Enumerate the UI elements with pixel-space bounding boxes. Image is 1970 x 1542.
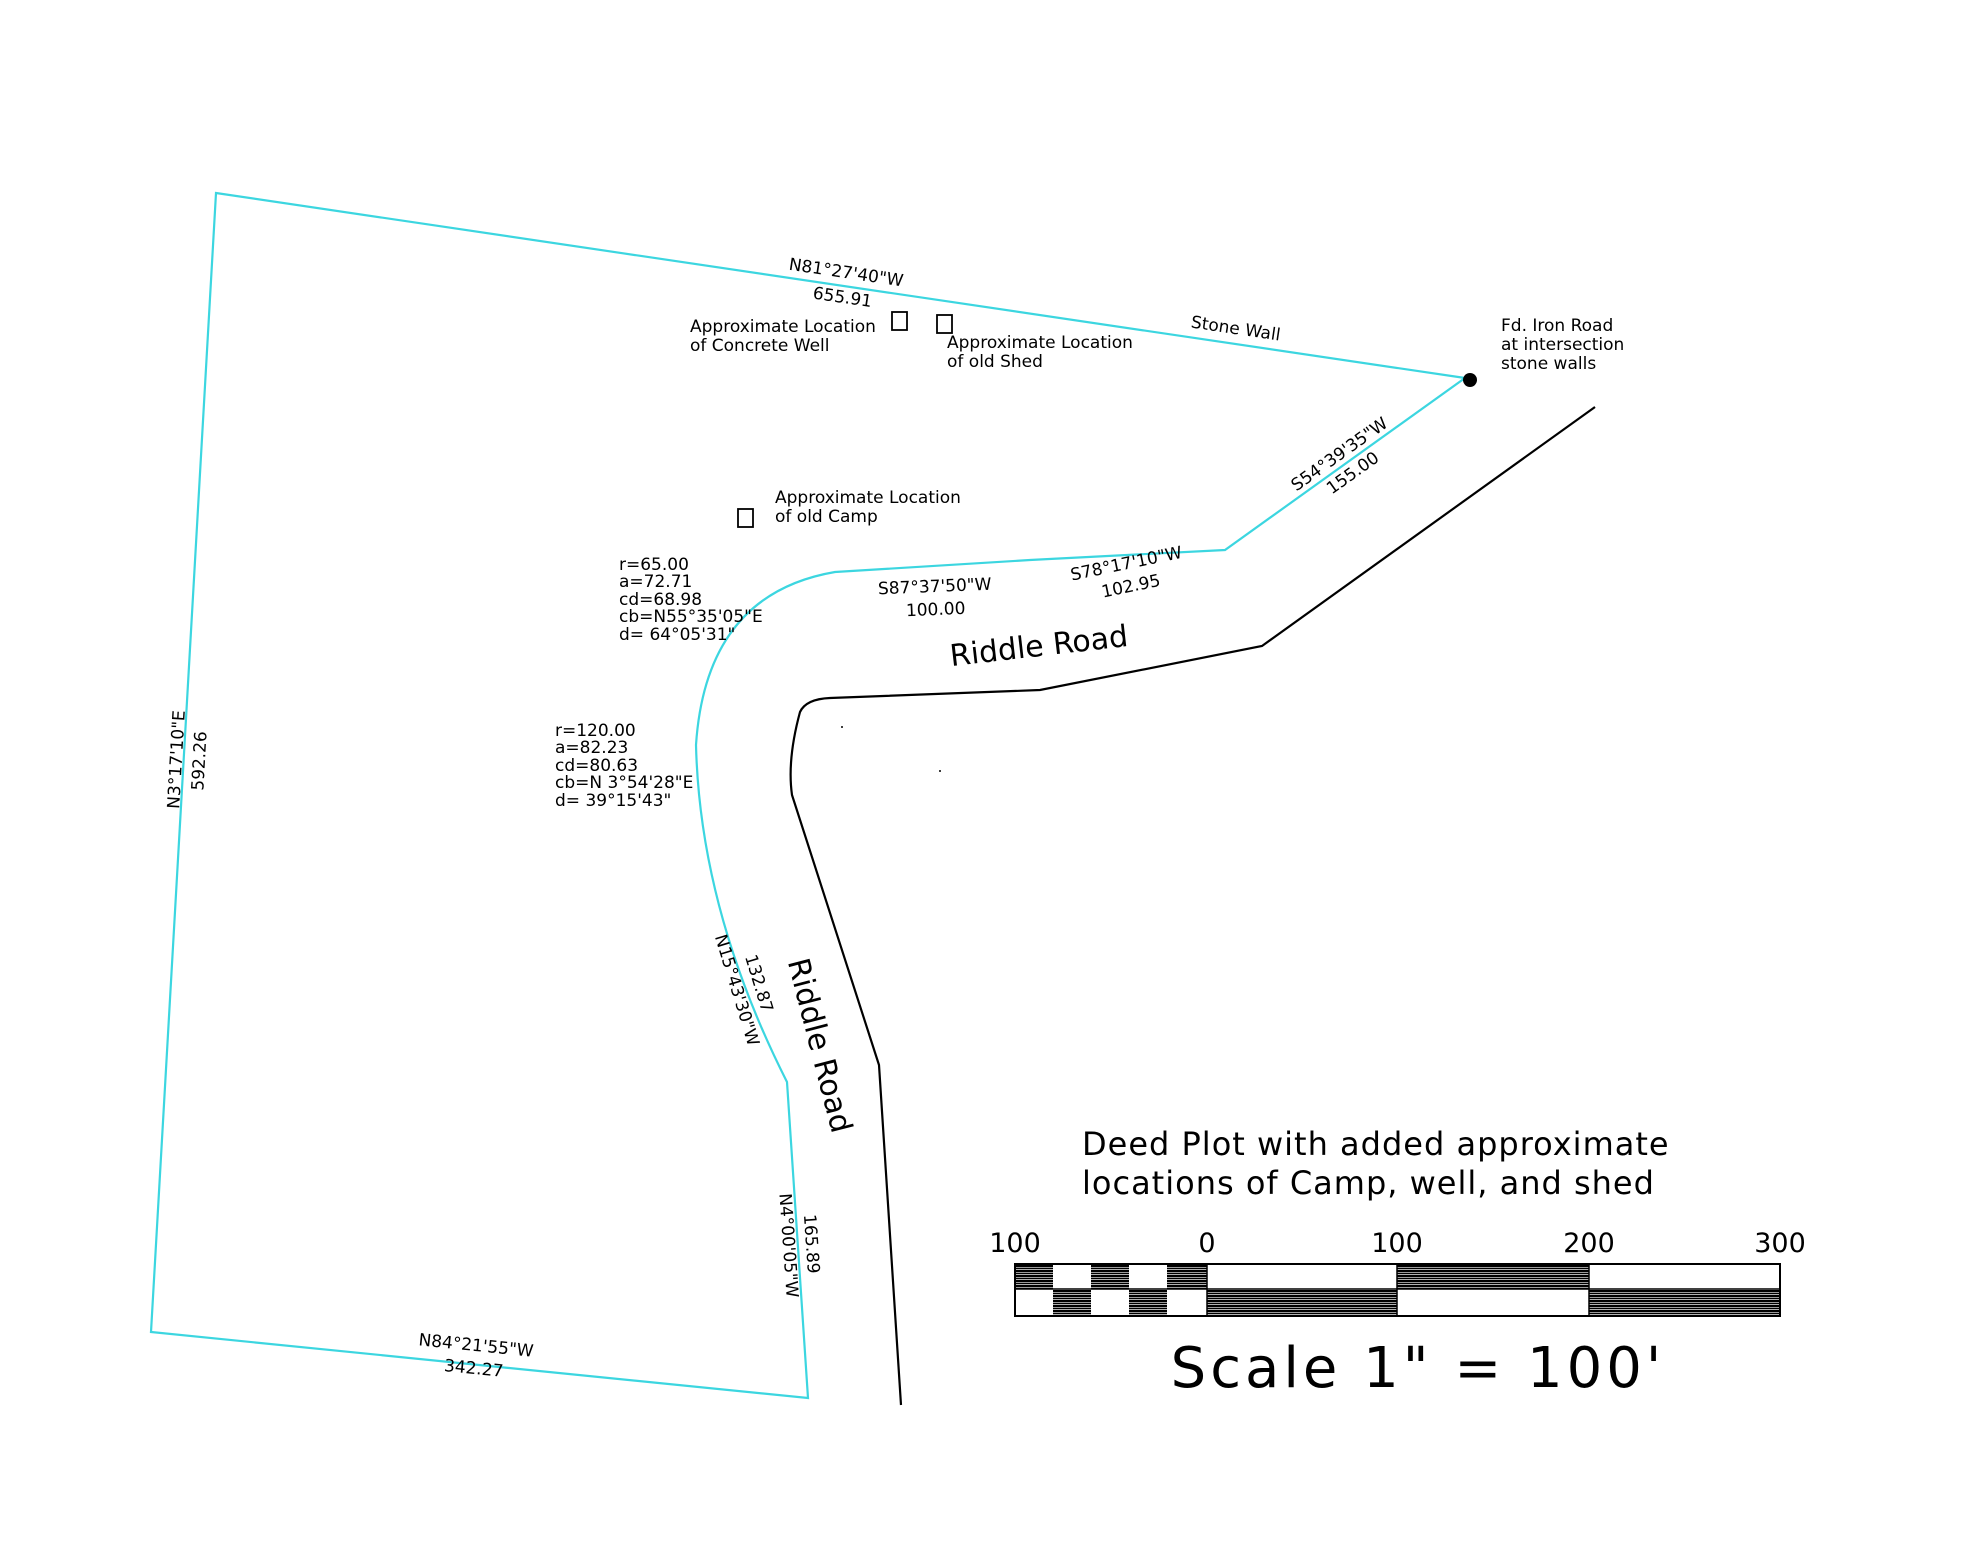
old-camp-label: Approximate Location of old Camp bbox=[775, 488, 966, 527]
plot-title: Deed Plot with added approximate locatio… bbox=[1082, 1125, 1681, 1202]
curve2-r: r=120.00 bbox=[555, 721, 636, 741]
iron-rod-line-1: Fd. Iron Road bbox=[1501, 316, 1613, 336]
old-shed-label: Approximate Location of old Shed bbox=[947, 333, 1138, 372]
north-line-distance: 655.91 bbox=[811, 284, 873, 312]
curve2-a: a=82.23 bbox=[555, 738, 628, 758]
scale-tick-100-left: 100 bbox=[989, 1228, 1041, 1259]
scale-bar bbox=[1014, 1263, 1781, 1317]
road-edge-line bbox=[789, 406, 1596, 1406]
plot-title-line-1: Deed Plot with added approximate bbox=[1082, 1125, 1670, 1163]
plot-title-line-2: locations of Camp, well, and shed bbox=[1082, 1164, 1655, 1202]
curve2-cb: cb=N 3°54'28"E bbox=[555, 773, 693, 793]
curve1-data: r=65.00 a=72.71 cd=68.98 cb=N55°35'05"E … bbox=[619, 555, 768, 645]
curve1-r: r=65.00 bbox=[619, 555, 689, 575]
scale-tick-300: 300 bbox=[1754, 1228, 1806, 1259]
riddle-road-label-upper: Riddle Road bbox=[948, 619, 1130, 674]
concrete-well-line-1: Approximate Location bbox=[690, 317, 876, 337]
property-boundary bbox=[149, 191, 1468, 1400]
stray-dot bbox=[841, 726, 843, 728]
old-shed-line-2: of old Shed bbox=[947, 352, 1043, 372]
curve1-cb: cb=N55°35'05"E bbox=[619, 607, 763, 627]
scale-label: Scale 1" = 100' bbox=[1171, 1336, 1666, 1401]
riddle-road-label-lower: Riddle Road bbox=[780, 955, 859, 1137]
west-line-distance: 592.26 bbox=[188, 731, 211, 792]
curve1-d: d= 64°05'31" bbox=[619, 625, 735, 645]
iron-rod-marker bbox=[1463, 373, 1477, 387]
iron-rod-label: Fd. Iron Road at intersection stone wall… bbox=[1501, 316, 1630, 374]
curve2-d: d= 39°15'43" bbox=[555, 791, 671, 811]
old-camp-line-2: of old Camp bbox=[775, 507, 878, 527]
iron-rod-line-2: at intersection bbox=[1501, 335, 1624, 355]
east-lower-distance: 165.89 bbox=[799, 1214, 823, 1275]
old-shed-line-1: Approximate Location bbox=[947, 333, 1133, 353]
old-camp-box bbox=[737, 508, 754, 528]
scale-tick-0: 0 bbox=[1198, 1228, 1215, 1259]
concrete-well-label: Approximate Location of Concrete Well bbox=[690, 317, 881, 356]
concrete-well-line-2: of Concrete Well bbox=[690, 336, 830, 356]
curve2-cd: cd=80.63 bbox=[555, 756, 638, 776]
scale-tick-100: 100 bbox=[1371, 1228, 1423, 1259]
stone-wall-label: Stone Wall bbox=[1190, 313, 1282, 346]
curve1-cd: cd=68.98 bbox=[619, 590, 702, 610]
old-shed-box bbox=[936, 314, 953, 334]
west-line-bearing: N3°17'10"E bbox=[164, 710, 190, 810]
concrete-well-box bbox=[891, 311, 908, 331]
scale-tick-200: 200 bbox=[1563, 1228, 1615, 1259]
old-camp-line-1: Approximate Location bbox=[775, 488, 961, 508]
stray-dot bbox=[939, 770, 941, 772]
curve2-data: r=120.00 a=82.23 cd=80.63 cb=N 3°54'28"E… bbox=[555, 721, 699, 811]
road-a-bearing: S87°37'50"W bbox=[878, 575, 992, 600]
curve1-a: a=72.71 bbox=[619, 572, 692, 592]
east-lower-bearing: N4°00'05"W bbox=[774, 1193, 801, 1299]
south-line-distance: 342.27 bbox=[443, 1356, 504, 1382]
south-line-bearing: N84°21'55"W bbox=[418, 1330, 535, 1361]
road-a-distance: 100.00 bbox=[906, 599, 966, 621]
iron-rod-line-3: stone walls bbox=[1501, 354, 1596, 374]
